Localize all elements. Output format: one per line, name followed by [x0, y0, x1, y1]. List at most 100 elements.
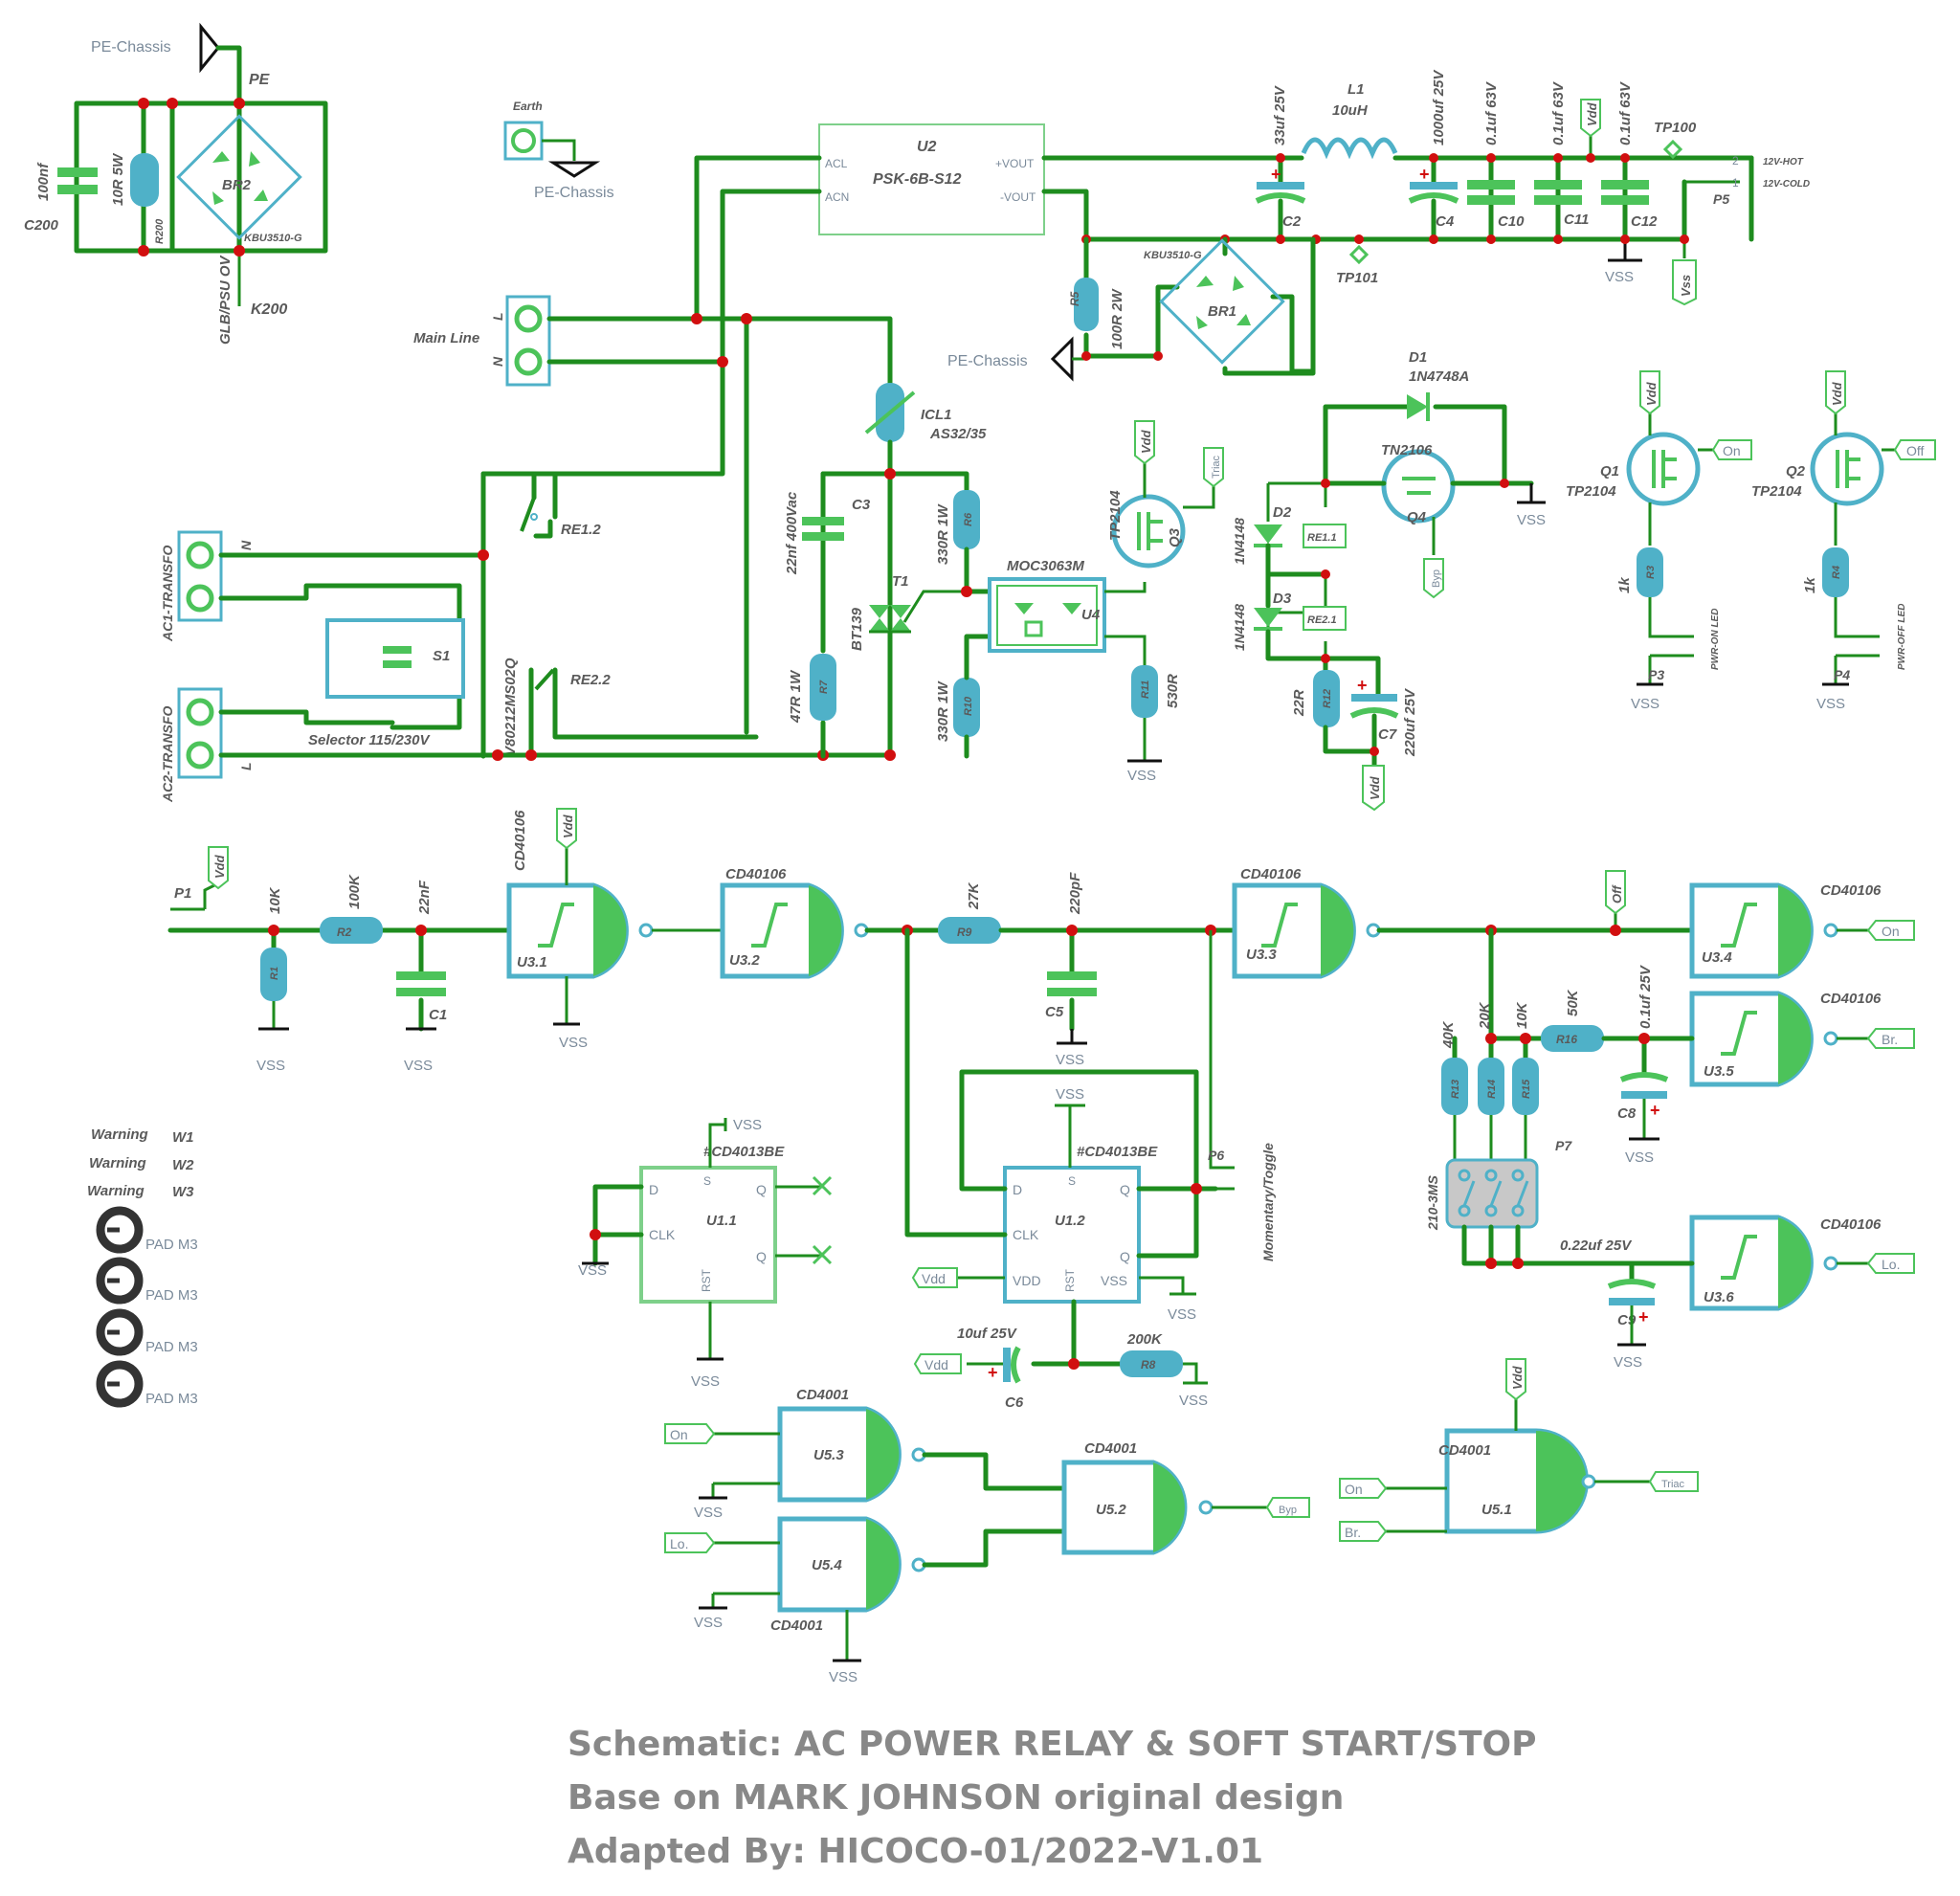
c6-value: 10uf 25V: [957, 1326, 1018, 1342]
icl1-ref: ICL1: [921, 407, 952, 423]
svg-text:R4: R4: [1831, 566, 1842, 579]
ac1-label: AC1-TRANSFO: [160, 546, 175, 642]
svg-text:VSS: VSS: [694, 1505, 723, 1521]
title-line-2: Base on MARK JOHNSON original design: [568, 1778, 1345, 1818]
q2-ref: Q2: [1786, 463, 1806, 480]
br2-ref: BR2: [222, 177, 252, 193]
speed-selector: R13 R14 R15 40K 20K 10K R16 50K + C8 0.1…: [1425, 927, 1695, 1371]
r10-resistor: [953, 678, 980, 737]
svg-text:Q: Q: [1120, 1249, 1130, 1264]
svg-text:VSS: VSS: [1056, 1086, 1084, 1103]
p7-ref: P7: [1555, 1138, 1572, 1153]
w1-ref: W1: [172, 1129, 194, 1146]
svg-text:CLK: CLK: [649, 1227, 676, 1242]
tp101-label: TP101: [1336, 270, 1378, 286]
svg-text:R7: R7: [818, 680, 830, 694]
svg-text:Vdd: Vdd: [561, 814, 575, 838]
chassis-ground-icon: [199, 22, 220, 74]
u3-1-part: CD40106: [512, 810, 528, 871]
r15-resistor: [1512, 1058, 1539, 1115]
u1-1-flipflop: U1.1 #CD4013BE D CLK S Q Q RST VSS VSS V…: [578, 1117, 833, 1390]
r6-resistor: [953, 490, 980, 549]
re11-coil: RE1.1: [1307, 532, 1337, 544]
u3-5-part: CD40106: [1820, 991, 1882, 1007]
d3-part: 1N4148: [1232, 604, 1247, 651]
u4-ref: U4: [1081, 607, 1101, 623]
t1-triac: [869, 605, 911, 632]
selector-label: Selector 115/230V: [308, 732, 431, 748]
c200-capacitor: [57, 167, 98, 177]
svg-text:R3: R3: [1645, 566, 1657, 579]
r200-ref: R200: [154, 218, 166, 244]
momentary-label: Momentary/Toggle: [1260, 1143, 1276, 1261]
p1-ref: P1: [174, 885, 191, 902]
svg-text:ACN: ACN: [825, 190, 849, 204]
d3-ref: D3: [1273, 591, 1292, 607]
title-line-3: Adapted By: HICOCO-01/2022-V1.01: [568, 1832, 1264, 1871]
c3-capacitor: [802, 517, 844, 525]
warning-3: Warning: [87, 1183, 145, 1199]
svg-text:VSS: VSS: [559, 1035, 588, 1051]
svg-text:+: +: [1271, 165, 1281, 184]
c11-ref: C11: [1564, 212, 1589, 228]
r7-resistor: [810, 654, 836, 721]
q3-ref: Q3: [1167, 527, 1183, 547]
u3-6-ref: U3.6: [1704, 1289, 1734, 1305]
q2-part: TP2104: [1751, 483, 1802, 500]
p4-ref: P4: [1834, 667, 1850, 682]
r5-resistor: [1074, 278, 1099, 331]
r11-value: 530R: [1165, 674, 1181, 708]
svg-text:R16: R16: [1556, 1033, 1577, 1046]
r2-resistor: [320, 917, 383, 944]
svg-text:+: +: [988, 1363, 998, 1382]
w3-ref: W3: [172, 1184, 194, 1200]
q3-mosfet: Q3 TP2104 Vdd Triac: [1107, 420, 1224, 569]
s1-selector-switch: [325, 618, 465, 699]
r5-ref: R5: [1068, 291, 1081, 306]
svg-text:R9: R9: [957, 926, 972, 939]
svg-text:RST: RST: [700, 1268, 713, 1292]
br1-pe-label: PE-Chassis: [947, 353, 1028, 369]
pad-m3-4: [96, 1360, 144, 1408]
svg-text:PAD M3: PAD M3: [145, 1339, 198, 1355]
br1-part: KBU3510-G: [1144, 250, 1202, 261]
ac-transfo-connectors: AC1-TRANSFO N AC2-TRANSFO L S1 Selector …: [160, 530, 896, 803]
r13-value: 40K: [1440, 1020, 1457, 1049]
r6-value: 330R 1W: [935, 503, 951, 565]
triac-stage: C3 22nf 400Vac R7 47R 1W T1 BT139 R6 330…: [784, 471, 998, 759]
earth-pe-label: PE-Chassis: [534, 185, 614, 201]
p5-ref: P5: [1713, 191, 1729, 207]
main-line-label: Main Line: [413, 330, 479, 346]
svg-text:+: +: [1650, 1101, 1660, 1120]
svg-text:Q: Q: [1120, 1182, 1130, 1197]
l1-ref: L1: [1348, 81, 1365, 98]
r3-resistor: [1637, 547, 1663, 597]
c10-ref: C10: [1498, 213, 1525, 230]
q2-off-tag: Off: [1906, 443, 1925, 458]
re22-ref: RE2.2: [570, 672, 611, 688]
input-rc-stage: P1 Vdd R1 10K VSS R2 100K C1 22nF VSS: [167, 846, 520, 1074]
u3-3-ref: U3.3: [1246, 947, 1277, 963]
svg-text:R8: R8: [1141, 1358, 1156, 1372]
svg-text:Vdd: Vdd: [922, 1271, 946, 1286]
l1-value: 10uH: [1332, 102, 1369, 119]
svg-text:ACL: ACL: [825, 157, 848, 170]
u5-1-gate: U5.1 CD4001 Vdd On Br. Triac: [1339, 1358, 1699, 1542]
u3-2-ref: U3.2: [729, 952, 760, 969]
r8-value: 200K: [1126, 1331, 1163, 1348]
pe-label: PE: [249, 72, 271, 88]
svg-text:VSS: VSS: [1101, 1273, 1127, 1288]
u3-4-on-tag: On: [1882, 924, 1900, 939]
p3-ref: P3: [1648, 667, 1664, 682]
c2-ref: C2: [1282, 213, 1302, 230]
pad-m3-2: [96, 1257, 144, 1305]
u5-3-part: CD4001: [796, 1387, 849, 1403]
q1-part: TP2104: [1566, 483, 1616, 500]
c11-value: 0.1uf 63V: [1550, 80, 1567, 145]
svg-text:VDD: VDD: [1013, 1273, 1041, 1288]
r9-value: 27K: [966, 881, 982, 910]
pwr-off-label: PWR-OFF LED: [1897, 604, 1907, 670]
r3-value: 1k: [1616, 577, 1633, 593]
r9-resistor: [938, 917, 1001, 944]
r12-resistor: [1313, 670, 1340, 727]
